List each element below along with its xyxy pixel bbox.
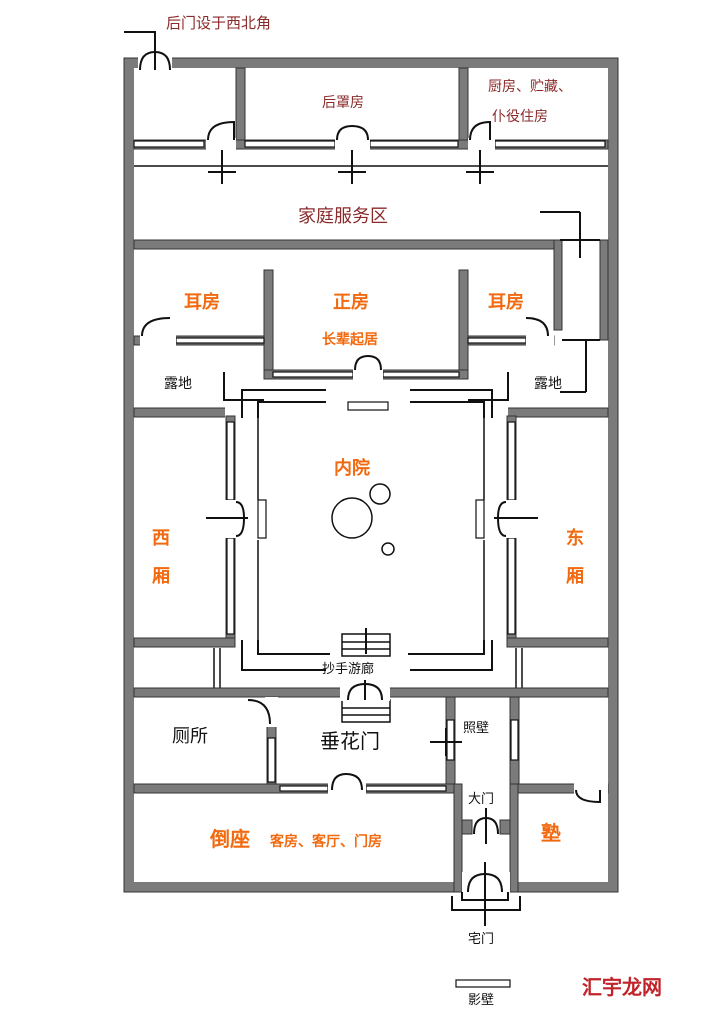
watermark-label: 汇宇龙网 [582,975,662,999]
inner-south-wall [133,680,609,701]
wing-band [133,400,609,422]
main-gate-label: 大门 [468,792,494,807]
kitchen-storage-label: 厨房、贮藏、 [488,79,572,95]
toilet-room [247,696,278,788]
service-area-lines [134,150,608,184]
rear-row-rooms [133,67,609,151]
servant-quarters-label: 仆役住房 [492,109,548,125]
service-area-south-wall [133,211,609,393]
screen-wall-outer-label: 影壁 [468,993,494,1008]
west-wing-room [133,415,248,648]
courtyard-ornaments [331,483,395,556]
veranda-lines [213,372,523,690]
private-school-label: 塾 [541,821,561,845]
reverse-house-label: 倒座 [209,827,250,851]
house-gate-label: 宅门 [468,932,494,947]
west-wing-label-1: 西 [152,528,170,549]
reverse-house-sub-label: 客房、客厅、门房 [269,833,382,850]
veranda-label: 抄手游廊 [322,661,374,677]
main-room-label: 正房 [333,291,369,313]
open-ground-east-label: 露地 [534,376,562,392]
screen-wall-inner-label: 照壁 [463,721,489,736]
main-hall-block [133,269,555,381]
outer-wall [123,57,619,893]
toilet-label: 厕所 [172,726,208,747]
side-room-west-label: 耳房 [184,291,220,313]
outer-screen-wall [455,979,511,988]
open-ground-west-label: 露地 [164,376,192,392]
main-room-sub-label: 长辈起居 [322,331,378,348]
rear-row-house-label: 后罩房 [322,95,364,111]
festoon-gate-label: 垂花门 [320,729,380,753]
reverse-house-north-wall [133,773,609,804]
west-wing-label-2: 厢 [152,566,170,587]
inner-courtyard-label: 内院 [334,457,370,479]
side-room-east-label: 耳房 [488,291,524,313]
east-wing-label-1: 东 [566,527,584,549]
main-gate-walls [451,783,521,926]
east-wing-room [494,415,609,648]
east-wing-label-2: 厢 [566,566,584,587]
back-gate-note: 后门设于西北角 [166,14,271,32]
back-gate [124,31,172,71]
family-service-area-label: 家庭服务区 [298,206,388,227]
